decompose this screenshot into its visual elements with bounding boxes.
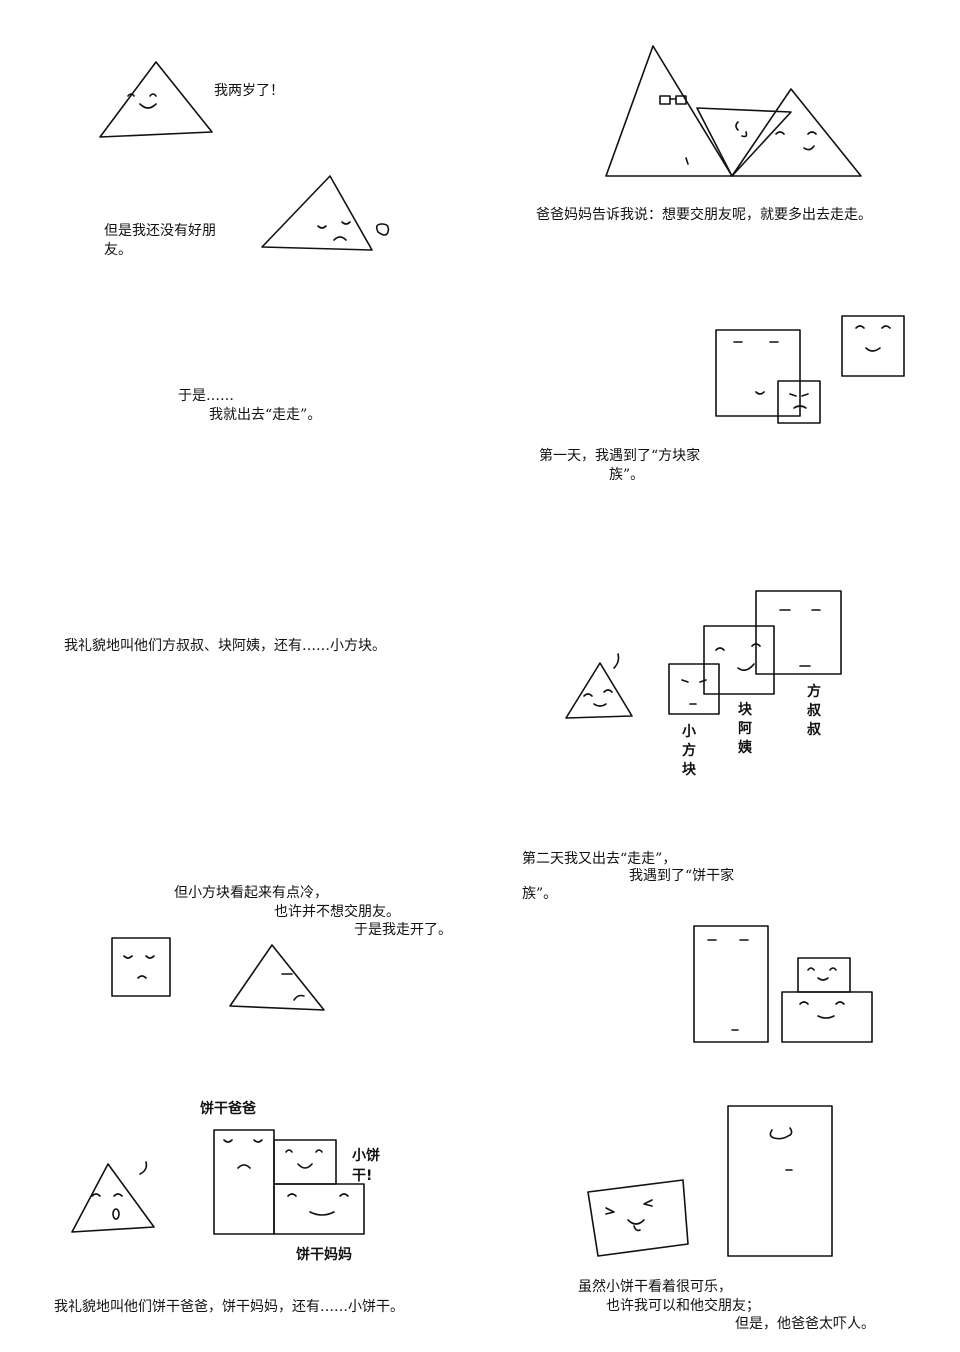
square-family-drawing xyxy=(715,315,905,424)
caption-so-line2: 我就出去“走走”。 xyxy=(209,407,322,423)
label-little-square: 小方块 xyxy=(682,724,696,778)
caption-biscuit-line2: 也许我可以和他交朋友； xyxy=(606,1298,760,1314)
caption-day1-line2: 族”。 xyxy=(609,467,645,483)
caption-cold-line2: 也许并不想交朋友。 xyxy=(274,904,400,920)
happy-triangle-drawing xyxy=(99,61,213,138)
caption-parents-advice: 爸爸妈妈告诉我说：想要交朋友呢，就要多出去走走。 xyxy=(536,207,872,223)
caption-day2-line2: 我遇到了“饼干家 xyxy=(629,868,735,884)
biscuit-and-big-dad-drawing xyxy=(587,1105,833,1257)
caption-greet-squares: 我礼貌地叫他们方叔叔、块阿姨，还有……小方块。 xyxy=(64,638,386,654)
label-aunt-square: 块阿姨 xyxy=(738,702,752,756)
caption-greet-biscuits: 我礼貌地叫他们饼干爸爸，饼干妈妈，还有……小饼干。 xyxy=(54,1299,404,1315)
caption-day2-line3: 族”。 xyxy=(522,886,558,902)
label-biscuit-dad: 饼干爸爸 xyxy=(200,1101,256,1117)
triangle-meets-squares-drawing xyxy=(565,590,842,719)
parents-triangles-drawing xyxy=(605,45,862,177)
caption-cold-line1: 但小方块看起来有点冷， xyxy=(174,885,328,901)
biscuit-family-drawing xyxy=(693,925,873,1043)
caption-day1-line1: 第一天，我遇到了“方块家 xyxy=(539,448,701,464)
caption-so-line1: 于是…… xyxy=(178,388,234,404)
caption-biscuit-line1: 虽然小饼干看着很可乐， xyxy=(578,1279,732,1295)
cold-square-and-triangle-drawing xyxy=(111,937,325,1011)
label-little-biscuit: 小饼干! xyxy=(352,1148,380,1184)
caption-no-friends: 但是我还没有好朋友。 xyxy=(104,223,216,258)
label-uncle-square: 方叔叔 xyxy=(807,684,821,738)
caption-biscuit-line3: 但是，他爸爸太吓人。 xyxy=(735,1316,875,1332)
label-biscuit-mom: 饼干妈妈 xyxy=(296,1247,352,1263)
speech-bubble-text: 我两岁了！ xyxy=(214,83,284,99)
sad-triangle-drawing xyxy=(261,175,390,251)
triangle-meets-biscuits-drawing xyxy=(71,1129,365,1235)
caption-cold-line3: 于是我走开了。 xyxy=(354,922,452,938)
caption-day2-line1: 第二天我又出去“走走”， xyxy=(522,851,677,867)
